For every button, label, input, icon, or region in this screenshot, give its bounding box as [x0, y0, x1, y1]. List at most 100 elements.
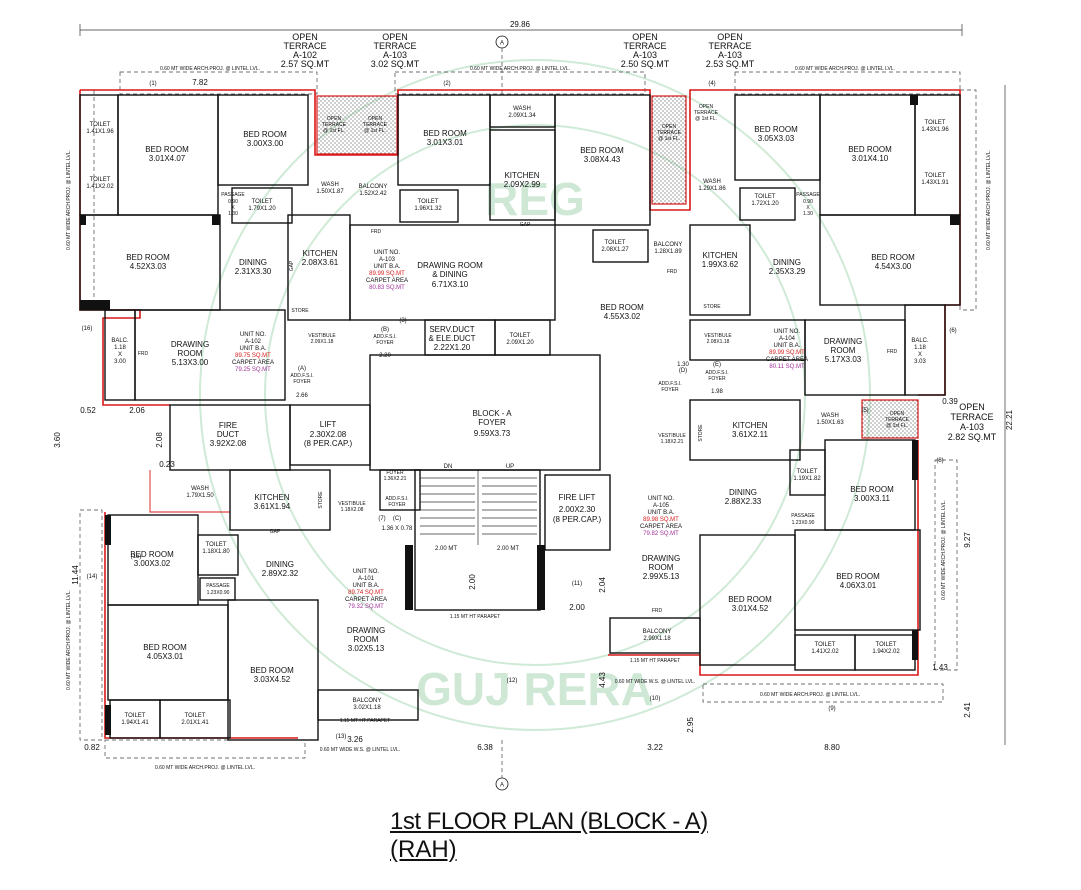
svg-text:BED ROOM: BED ROOM — [848, 145, 892, 154]
svg-text:3.00X3.02: 3.00X3.02 — [134, 559, 171, 568]
svg-text:89.74 SQ.MT: 89.74 SQ.MT — [348, 590, 384, 596]
svg-text:0.60 MT WIDE ARCH.PROJ. @ LINT: 0.60 MT WIDE ARCH.PROJ. @ LINTEL LVL. — [941, 500, 947, 600]
svg-text:CARPET AREA: CARPET AREA — [766, 357, 808, 363]
svg-text:3.22: 3.22 — [647, 743, 663, 752]
svg-text:VESTIBULE: VESTIBULE — [704, 333, 732, 339]
svg-text:TOILET: TOILET — [185, 713, 206, 719]
svg-text:UNIT NO.: UNIT NO. — [374, 250, 401, 256]
svg-text:0.90: 0.90 — [228, 199, 238, 205]
svg-text:1.94X2.02: 1.94X2.02 — [872, 649, 900, 655]
svg-text:UNIT NO.: UNIT NO. — [648, 496, 675, 502]
svg-text:0.82: 0.82 — [84, 743, 100, 752]
svg-text:(2): (2) — [443, 81, 450, 87]
svg-text:GAP: GAP — [270, 529, 281, 535]
svg-text:0.60 MT WIDE ARCH.PROJ. @ LINT: 0.60 MT WIDE ARCH.PROJ. @ LINTEL LVL. — [160, 66, 260, 72]
svg-text:UNIT NO.: UNIT NO. — [774, 329, 801, 335]
svg-text:80.83 SQ.MT: 80.83 SQ.MT — [369, 285, 405, 291]
svg-text:1.41X2.02: 1.41X2.02 — [86, 184, 114, 190]
svg-text:2.09X1.18: 2.09X1.18 — [311, 339, 334, 345]
svg-text:(8 PER.CAP.): (8 PER.CAP.) — [304, 439, 353, 448]
svg-text:FRD: FRD — [887, 349, 898, 355]
svg-text:80.11 SQ.MT: 80.11 SQ.MT — [769, 364, 805, 370]
svg-text:A: A — [500, 41, 504, 47]
svg-text:DINING: DINING — [239, 258, 267, 267]
svg-text:79.32 SQ.MT: 79.32 SQ.MT — [348, 604, 384, 610]
svg-text:2.57 SQ.MT: 2.57 SQ.MT — [281, 59, 330, 69]
svg-text:DRAWING: DRAWING — [171, 340, 209, 349]
svg-text:2.06: 2.06 — [129, 406, 145, 415]
svg-text:2.95: 2.95 — [686, 717, 695, 733]
svg-text:CARPET AREA: CARPET AREA — [366, 278, 408, 284]
svg-text:1.23X0.90: 1.23X0.90 — [207, 590, 230, 596]
svg-text:DRAWING: DRAWING — [824, 337, 862, 346]
svg-text:OPEN: OPEN — [717, 32, 743, 42]
open-terrace-labels: OPEN TERRACE A-102 2.57 SQ.MT OPEN TERRA… — [281, 32, 997, 442]
svg-text:2.09X1.34: 2.09X1.34 — [508, 113, 536, 119]
svg-text:@ 1st FL.: @ 1st FL. — [323, 128, 345, 134]
svg-text:1.30: 1.30 — [228, 211, 238, 217]
svg-text:2.04: 2.04 — [598, 577, 607, 593]
drawing-subtitle: (RAH) — [390, 836, 457, 863]
svg-text:FOYER: FOYER — [478, 418, 506, 427]
svg-text:1.43X1.91: 1.43X1.91 — [921, 180, 949, 186]
svg-text:3.05X3.03: 3.05X3.03 — [758, 134, 795, 143]
svg-text:TERRACE: TERRACE — [322, 122, 347, 128]
svg-text:(10): (10) — [650, 696, 661, 702]
svg-text:2.01X1.41: 2.01X1.41 — [181, 720, 209, 726]
svg-text:(13): (13) — [336, 734, 347, 740]
svg-text:1.79X1.50: 1.79X1.50 — [186, 493, 214, 499]
svg-text:(D): (D) — [679, 368, 687, 374]
drawing-title: 1st FLOOR PLAN (BLOCK - A) — [390, 808, 708, 835]
svg-text:BED ROOM: BED ROOM — [754, 125, 798, 134]
svg-text:1.96X1.32: 1.96X1.32 — [414, 206, 442, 212]
svg-text:& DINING: & DINING — [432, 270, 468, 279]
svg-text:89.99 SQ.MT: 89.99 SQ.MT — [369, 271, 405, 277]
svg-text:0.23: 0.23 — [159, 460, 175, 469]
svg-text:2.99X1.18: 2.99X1.18 — [643, 636, 671, 642]
svg-text:KITCHEN: KITCHEN — [302, 249, 337, 258]
svg-text:TERRACE: TERRACE — [694, 110, 719, 116]
svg-text:(15): (15) — [131, 554, 142, 560]
svg-text:1.18X2.08: 1.18X2.08 — [341, 507, 364, 513]
svg-text:2.08X1.18: 2.08X1.18 — [707, 339, 730, 345]
svg-text:2.41: 2.41 — [963, 702, 972, 718]
svg-text:0.60 MT WIDE ARCH.PROJ. @ LINT: 0.60 MT WIDE ARCH.PROJ. @ LINTEL LVL. — [66, 150, 72, 250]
staircase — [420, 477, 537, 535]
svg-text:OPEN: OPEN — [890, 411, 905, 417]
svg-text:BED ROOM: BED ROOM — [145, 145, 189, 154]
unit-a105: UNIT NO. A-105 UNIT B.A. 89.98 SQ.MT CAR… — [640, 496, 682, 537]
svg-text:3.61X1.94: 3.61X1.94 — [254, 502, 291, 511]
svg-text:2.88X2.33: 2.88X2.33 — [725, 497, 762, 506]
svg-text:2.66: 2.66 — [296, 393, 308, 399]
svg-text:3.92X2.08: 3.92X2.08 — [210, 439, 247, 448]
walls-core — [169, 354, 611, 611]
svg-text:2.08: 2.08 — [155, 432, 164, 448]
svg-text:1.43X1.96: 1.43X1.96 — [921, 127, 949, 133]
svg-text:@ 1st FL.: @ 1st FL. — [658, 136, 680, 142]
svg-text:0.60 MT WIDE ARCH.PROJ. @ LINT: 0.60 MT WIDE ARCH.PROJ. @ LINTEL LVL. — [760, 692, 860, 698]
drawing-title-block: 1st FLOOR PLAN (BLOCK - A) (RAH) — [390, 808, 708, 864]
svg-text:(5): (5) — [861, 408, 868, 414]
svg-text:(16): (16) — [82, 326, 93, 332]
svg-text:3.01X4.10: 3.01X4.10 — [852, 154, 889, 163]
svg-text:(6): (6) — [949, 328, 956, 334]
svg-text:TOILET: TOILET — [876, 642, 897, 648]
svg-text:1.18: 1.18 — [114, 345, 126, 351]
svg-text:@ 1st FL.: @ 1st FL. — [695, 116, 717, 122]
